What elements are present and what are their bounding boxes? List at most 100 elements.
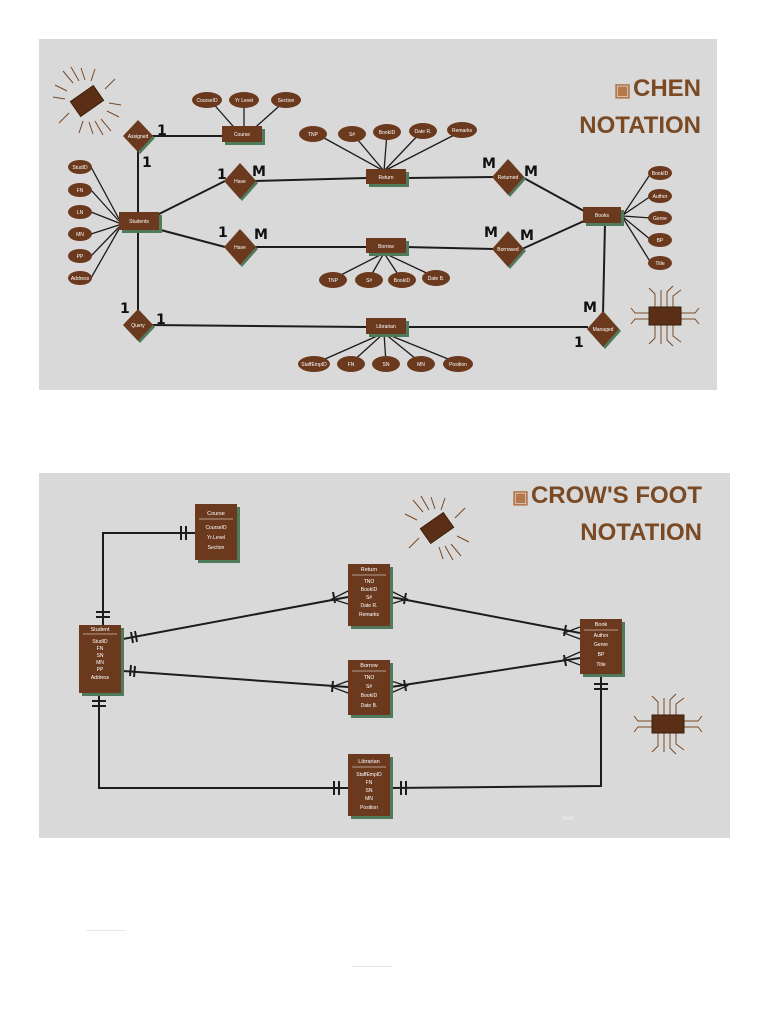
crow-title-line1: CROW'S FOOT (530, 482, 702, 509)
relationship-label: Have (234, 245, 246, 251)
circuit-chip-icon (630, 285, 700, 347)
attr-oval: CourseID (192, 92, 222, 108)
attr-label: Address (71, 276, 90, 282)
crows-foot-heading: ▣CROW'S FOOT NOTATION (512, 478, 702, 551)
attr-label: Yr Level (235, 98, 253, 104)
chen-title-line1: CHEN (632, 75, 701, 102)
table-borrow: Borrow TNO S# BookID Date B. (348, 660, 393, 718)
cardinality-labels: 1 1 1 M M M 1 M M M 1 1 M 1 (120, 123, 597, 351)
table-attr: FN (97, 646, 104, 652)
attr-label: Author (653, 194, 668, 200)
circuit-chip-icon (52, 66, 122, 136)
attr-label: LN (77, 210, 84, 216)
cardinality-label: M (583, 300, 597, 316)
relationship-have-bottom: Have (224, 229, 258, 267)
attr-label: Position (449, 362, 467, 368)
cardinality-label: 1 (574, 335, 584, 351)
attr-label: MN (417, 362, 425, 368)
cardinality-label: M (254, 227, 268, 243)
table-attr: BookID (361, 693, 378, 699)
table-title: Book (595, 622, 608, 628)
cardinality-label: 1 (157, 123, 167, 139)
relationship-returned: Returned (492, 159, 526, 197)
students-attributes: StudID FN LN MN PP Address (68, 160, 92, 285)
table-book: Book Author Genre BP Title (580, 619, 625, 677)
attr-label: CourseID (196, 98, 218, 104)
course-attributes: CourseID Yr Level Section (192, 92, 301, 108)
circuit-chip-icon (633, 693, 703, 755)
return-attributes: TNP S# BookID Date R. Remarks (299, 122, 477, 142)
table-attr: Yr.Level (207, 535, 225, 541)
attr-label: FN (77, 188, 84, 194)
table-attr: Position (360, 805, 378, 811)
attr-label: StudID (72, 165, 88, 171)
table-attr: PP (97, 667, 104, 673)
attr-label: Remarks (452, 128, 473, 134)
attr-label: Title (655, 261, 664, 267)
attr-label: MN (76, 232, 84, 238)
relationship-have-top: Have (224, 163, 258, 201)
faint-page-mark (352, 966, 392, 967)
attr-label: Section (278, 98, 295, 104)
attr-label: StaffEmpID (301, 362, 327, 368)
attr-label: FN (348, 362, 355, 368)
entity-borrow: Borrow (366, 238, 409, 256)
attr-label: S# (349, 132, 355, 138)
attr-label: BookID (652, 171, 669, 177)
table-attr: StudID (92, 639, 108, 645)
relationship-query: Query (123, 309, 155, 343)
attr-oval: Yr Level (229, 92, 259, 108)
relationship-label: Managed (593, 327, 614, 333)
chen-notation-panel: CourseID Yr Level Section StudID FN LN M… (39, 39, 717, 390)
table-attr: Title (596, 662, 605, 668)
attr-label: S# (366, 278, 372, 284)
entity-label: Books (595, 213, 609, 219)
crows-foot-connectors (92, 526, 608, 795)
chen-diagram: CourseID Yr Level Section StudID FN LN M… (52, 66, 700, 372)
table-attr: BP (598, 652, 605, 658)
table-title: Return (361, 567, 378, 573)
entity-label: Librarian (376, 324, 396, 330)
table-attr: CourseID (205, 525, 227, 531)
cardinality-label: 1 (156, 312, 166, 328)
librarian-attributes: StaffEmpID FN SN MN Position (298, 356, 473, 372)
table-title: Librarian (358, 759, 379, 765)
table-title: Student (91, 627, 110, 633)
entity-label: Course (234, 132, 250, 138)
cardinality-label: 1 (217, 167, 227, 183)
table-attr: TNO (364, 675, 375, 681)
entity-return: Return (366, 169, 409, 187)
relationship-label: Returned (498, 175, 519, 181)
table-course: Course CourseID Yr.Level Section (195, 504, 240, 563)
cardinality-label: M (484, 225, 498, 241)
table-attr: StaffEmpID (356, 772, 382, 778)
relationship-label: Borrowed (497, 247, 519, 253)
table-attr: Remarks (359, 612, 380, 618)
table-attr: MN (96, 660, 104, 666)
table-attr: SN (97, 653, 104, 659)
table-attr: Genre (594, 642, 608, 648)
attr-oval: Section (271, 92, 301, 108)
table-attr: BookID (361, 587, 378, 593)
attr-label: BookID (379, 130, 396, 136)
cardinality-label: M (524, 164, 538, 180)
cardinality-label: 1 (120, 301, 130, 317)
table-title: Borrow (360, 663, 377, 669)
relationship-managed: Managed (587, 311, 621, 349)
relationship-label: Have (234, 179, 246, 185)
chen-title-line2: NOTATION (579, 112, 701, 139)
entity-books: Books (583, 207, 624, 226)
chip-icon: ▣ (613, 80, 631, 100)
crows-foot-notation-panel: Course CourseID Yr.Level Section Student… (39, 473, 730, 838)
entity-course: Course (222, 126, 265, 145)
attr-label: Genre (653, 216, 667, 222)
table-attr: MN (365, 796, 373, 802)
attr-label: Date B. (428, 276, 445, 282)
table-attr: FN (366, 780, 373, 786)
attr-label: PP (77, 254, 84, 260)
table-student: Student StudID FN SN MN PP Address (79, 625, 124, 696)
table-return: Return TNO BookID S# Date R. Remarks (348, 564, 393, 629)
table-attr: Section (208, 545, 225, 551)
attr-label: BookID (394, 278, 411, 284)
table-attr: Address (91, 675, 110, 681)
